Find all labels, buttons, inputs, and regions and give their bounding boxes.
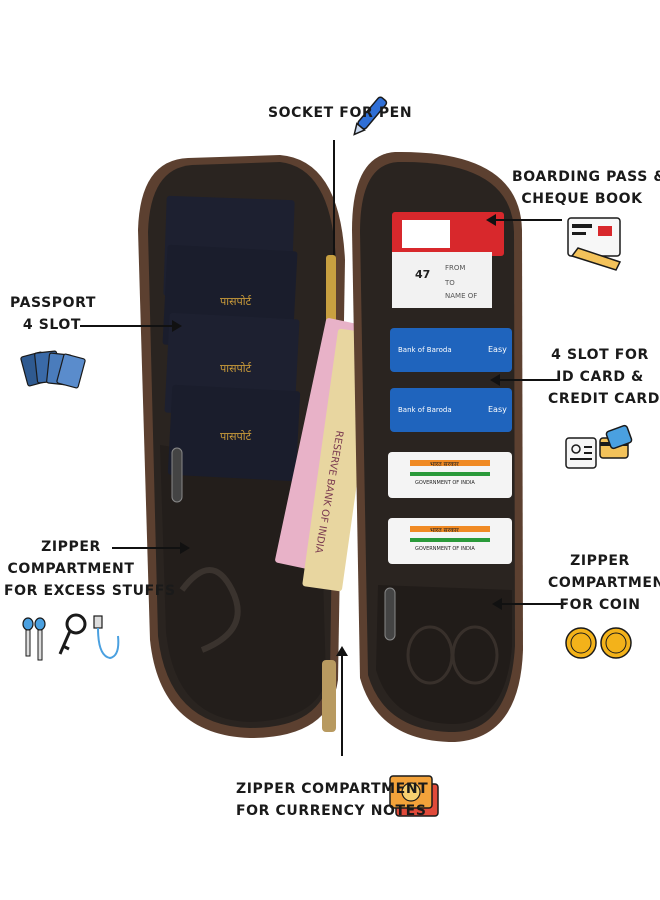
label-pen-line-1: SOCKET FOR PEN bbox=[268, 105, 413, 121]
label-boarding-line-2: CHEQUE BOOK bbox=[521, 191, 643, 207]
label-coin: ZIPPER COMPARTMENT FOR COIN bbox=[548, 550, 660, 616]
label-id-card-line-1: 4 SLOT FOR bbox=[551, 347, 649, 363]
passport-arrow bbox=[172, 320, 182, 332]
label-coin-line-1: ZIPPER bbox=[570, 553, 630, 569]
right-zipper-pull bbox=[384, 587, 396, 641]
right-case-half: 47 FROM TO NAME OF Bank of Baroda Easy B… bbox=[352, 151, 523, 742]
bank-card-1 bbox=[390, 328, 512, 372]
currency-arrow bbox=[336, 646, 348, 656]
label-boarding-line-1: BOARDING PASS & bbox=[512, 169, 660, 185]
coin-emboss-2 bbox=[451, 625, 499, 685]
label-id-card: 4 SLOT FOR ID CARD & CREDIT CARD bbox=[548, 344, 660, 410]
gov-id-hindi-2: भारत सरकार bbox=[430, 527, 459, 534]
boarding-seat: 47 bbox=[415, 268, 430, 281]
label-currency: ZIPPER COMPARTMENT FOR CURRENCY NOTES bbox=[236, 778, 429, 822]
label-id-card-line-3: CREDIT CARD bbox=[548, 391, 660, 407]
label-excess: ZIPPER COMPARTMENT FOR EXCESS STUFFS bbox=[4, 536, 176, 602]
label-coin-line-3: FOR COIN bbox=[559, 597, 641, 613]
usb-cable-icon bbox=[93, 615, 120, 660]
credit-card-icon bbox=[599, 424, 633, 459]
label-passport-line-1: PASSPORT bbox=[10, 295, 97, 311]
passport-4 bbox=[167, 384, 301, 482]
label-currency-line-1: ZIPPER COMPARTMENT bbox=[236, 781, 429, 797]
label-coin-line-2: COMPARTMENT bbox=[548, 575, 660, 591]
passports-icon bbox=[20, 350, 86, 389]
boarding-to: TO bbox=[444, 279, 455, 287]
boarding-pass-barcode bbox=[402, 220, 450, 248]
label-pen: SOCKET FOR PEN bbox=[268, 102, 413, 124]
bottom-zipper-pull bbox=[322, 660, 336, 732]
passport-text-2: पासपोर्ट bbox=[220, 362, 252, 375]
bank-card-1-text: Bank of Baroda bbox=[398, 346, 452, 354]
gov-id-green-2 bbox=[410, 538, 490, 542]
label-currency-line-2: FOR CURRENCY NOTES bbox=[236, 803, 427, 819]
label-excess-line-1: ZIPPER bbox=[41, 539, 101, 555]
boarding-pass-white bbox=[392, 252, 492, 308]
left-case-half: पासपोर्ट पासपोर्ट पासपोर्ट bbox=[138, 155, 345, 738]
id-card-icon bbox=[565, 437, 597, 469]
label-passport: PASSPORT 4 SLOT bbox=[10, 292, 97, 336]
key-icon bbox=[58, 613, 87, 655]
passport-text-3: पासपोर्ट bbox=[220, 430, 252, 443]
label-boarding: BOARDING PASS & CHEQUE BOOK bbox=[512, 166, 660, 210]
coin-arrow bbox=[492, 598, 502, 610]
currency-notes-icon bbox=[389, 775, 439, 817]
pen-icon bbox=[353, 96, 388, 136]
bank-card-2-text: Bank of Baroda bbox=[398, 406, 452, 414]
gov-id-stripe-2 bbox=[410, 526, 490, 532]
label-passport-line-2: 4 SLOT bbox=[22, 317, 82, 333]
boarding-arrow bbox=[486, 214, 496, 226]
passport-text-1: पासपोर्ट bbox=[220, 295, 252, 308]
left-zipper-pull bbox=[171, 447, 183, 503]
idcard-arrow bbox=[490, 374, 500, 386]
bank-card-2 bbox=[390, 388, 512, 432]
rupee-coin-icon bbox=[565, 627, 632, 659]
gov-id-hindi-1: भारत सरकार bbox=[430, 461, 459, 468]
gov-id-text-1: GOVERNMENT OF INDIA bbox=[415, 480, 475, 486]
label-id-card-line-2: ID CARD & bbox=[556, 369, 644, 385]
earphones-icon bbox=[22, 617, 46, 661]
coin-compartment bbox=[376, 585, 512, 724]
excess-arrow bbox=[180, 542, 190, 554]
bank-card-1-brand: Easy bbox=[488, 345, 507, 354]
embossed-logo bbox=[179, 567, 241, 653]
boarding-pass-icon bbox=[567, 217, 622, 271]
label-excess-line-3: FOR EXCESS STUFFS bbox=[4, 583, 176, 599]
gov-id-green-1 bbox=[410, 472, 490, 476]
gov-id-stripe-1 bbox=[410, 460, 490, 466]
label-excess-line-2: COMPARTMENT bbox=[7, 561, 135, 577]
gov-id-text-2: GOVERNMENT OF INDIA bbox=[415, 546, 475, 552]
boarding-from: FROM bbox=[445, 264, 465, 272]
bank-card-2-brand: Easy bbox=[488, 405, 507, 414]
boarding-name: NAME OF bbox=[445, 292, 477, 300]
